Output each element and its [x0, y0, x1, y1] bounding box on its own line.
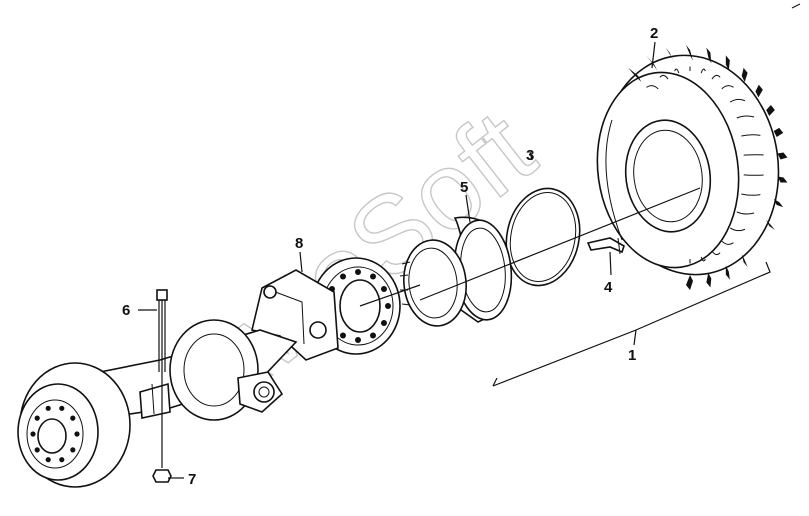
tread-groove — [741, 193, 761, 196]
bolt-head — [340, 273, 346, 280]
bolt-head — [385, 303, 391, 309]
tread-block — [741, 253, 748, 268]
callout-5: 5 — [460, 179, 468, 196]
bolt-head — [340, 332, 346, 339]
tread-groove — [700, 68, 706, 74]
tread-groove — [741, 134, 761, 137]
bolt-head — [70, 447, 76, 453]
mounting-bolt — [156, 289, 168, 468]
bolt-head — [59, 457, 65, 463]
bolt-head — [370, 332, 376, 339]
tread-groove — [729, 98, 746, 103]
bolt-head — [380, 320, 387, 326]
tread-groove — [700, 256, 706, 262]
mounting-nut — [152, 469, 172, 483]
bolt-head — [34, 415, 40, 421]
bolt-head — [30, 431, 36, 437]
tire-tread — [628, 45, 788, 290]
bolt-head — [370, 273, 376, 280]
tread-block — [686, 45, 693, 61]
callout-1: 1 — [628, 347, 636, 364]
assembly-bracket-start — [492, 377, 498, 387]
tire-valve — [586, 237, 625, 255]
o-ring — [505, 187, 581, 287]
tread-groove — [721, 240, 734, 245]
tread-block — [766, 220, 775, 230]
tread-groove — [736, 115, 755, 119]
left-final-drive-hub — [17, 362, 131, 488]
tread-block — [777, 152, 788, 160]
tread-block — [706, 272, 712, 288]
callout-4: 4 — [604, 279, 613, 296]
tread-block — [773, 198, 784, 208]
bolt-head — [355, 269, 361, 275]
bolt-head — [45, 405, 51, 411]
tread-block — [686, 275, 693, 290]
tread-block — [773, 127, 784, 138]
tread-block — [755, 84, 763, 98]
bolt-head — [59, 405, 65, 411]
bolt-head — [74, 431, 80, 437]
tread-block — [741, 67, 748, 83]
corner-mark — [791, 3, 801, 9]
tread-block — [725, 265, 730, 280]
tread-groove — [659, 74, 669, 80]
assembly-bracket — [492, 261, 771, 387]
tread-block — [706, 47, 712, 64]
bolt-head — [355, 337, 361, 343]
assembly-axis-line — [359, 187, 701, 307]
rim-lock-ring — [399, 239, 467, 327]
tread-groove — [736, 211, 755, 215]
callout-3: 3 — [526, 147, 534, 164]
tread-block — [766, 105, 775, 116]
callout-8: 8 — [295, 235, 303, 252]
tread-block — [777, 176, 788, 183]
callout-7: 7 — [188, 471, 196, 488]
tread-groove — [646, 85, 659, 90]
tread-block — [725, 55, 730, 71]
tread-block — [628, 67, 642, 83]
bolt-head — [380, 286, 387, 292]
bolt-head — [34, 447, 40, 453]
tread-groove — [729, 227, 746, 232]
tread-groove — [711, 74, 721, 80]
bolt-head — [45, 457, 51, 463]
tread-groove — [721, 85, 734, 90]
left-hub-bolts — [30, 405, 80, 463]
tread-groove — [711, 250, 721, 256]
callout-2: 2 — [650, 25, 658, 42]
tire — [596, 45, 788, 290]
tread-groove — [674, 68, 680, 74]
callout-6: 6 — [122, 302, 130, 319]
leader-lines — [138, 41, 656, 479]
bolt-head — [70, 415, 76, 421]
